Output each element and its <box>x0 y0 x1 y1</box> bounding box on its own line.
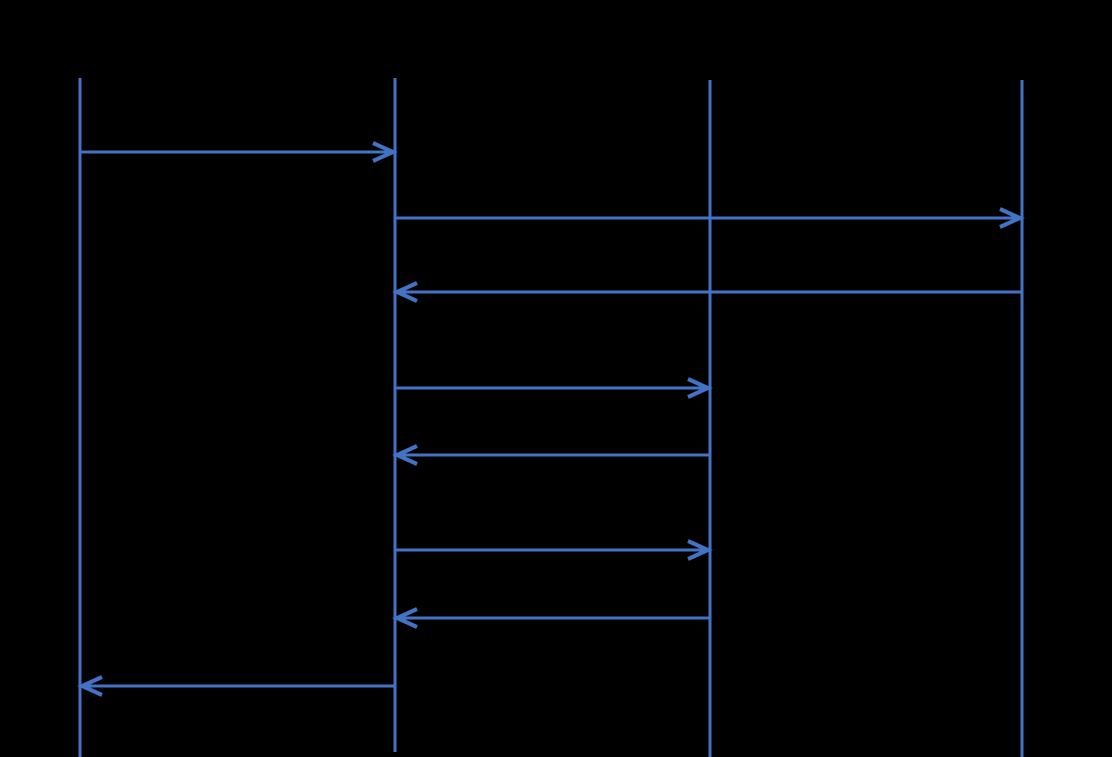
diagram-canvas <box>77 78 1025 757</box>
sequence-diagram-svg <box>77 78 1025 757</box>
